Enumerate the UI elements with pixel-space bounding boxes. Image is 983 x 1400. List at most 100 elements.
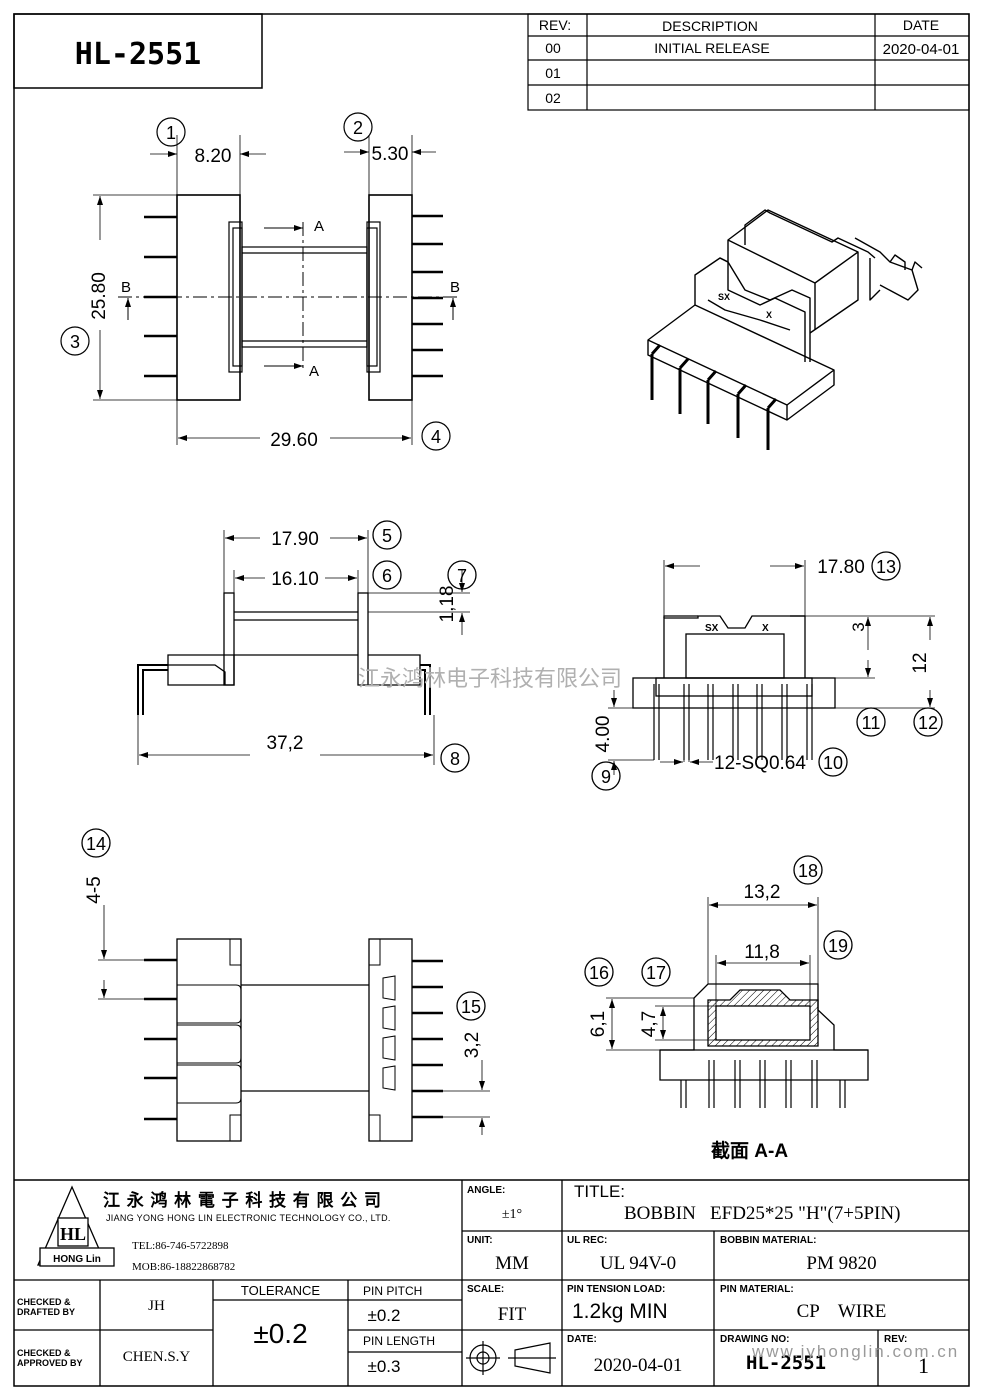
rev-row-1: 01	[545, 65, 561, 81]
dim-pin-size: 12-SQ0.64	[714, 753, 806, 774]
rev-header: REV:	[539, 17, 571, 33]
section-label-a-top: A	[314, 218, 324, 235]
title-block-grid	[14, 1179, 969, 1386]
unit-value: MM	[495, 1253, 529, 1274]
balloon-8: 8	[450, 749, 460, 769]
description-header: DESCRIPTION	[662, 18, 758, 34]
tolerance-value: ±0.2	[253, 1318, 308, 1349]
company-mob: MOB:86-18822868782	[132, 1261, 236, 1273]
balloon-2: 2	[353, 118, 363, 138]
dim-5-30: 5.30	[372, 144, 409, 165]
dim-4-00: 4.00	[593, 716, 614, 753]
balloon-5: 5	[382, 526, 392, 546]
dim-13-2: 13,2	[744, 882, 781, 903]
dim-4-5: 4-5	[84, 876, 105, 903]
pin-pitch-value: ±0.2	[367, 1306, 401, 1325]
company-tel: TEL:86-746-5722898	[132, 1240, 229, 1252]
dim-8-20: 8.20	[195, 146, 232, 167]
side-view	[591, 551, 943, 791]
balloon-4: 4	[431, 427, 441, 447]
logo-subtext: HONG Lin	[53, 1254, 101, 1265]
top-view	[60, 112, 460, 451]
balloon-1: 1	[166, 123, 176, 143]
unit-label: UNIT:	[467, 1235, 493, 1246]
dim-12: 12	[910, 652, 931, 673]
balloon-19: 19	[828, 936, 848, 956]
dim-25-80: 25.80	[89, 272, 110, 320]
url-watermark: www.jyhonglin.com.cn	[752, 1342, 960, 1361]
pin-length-label: PIN LENGTH	[363, 1334, 436, 1348]
front-view	[137, 520, 477, 773]
balloon-18: 18	[798, 861, 818, 881]
bobbin-material-value: PM 9820	[806, 1253, 877, 1274]
description-row-0: INITIAL RELEASE	[654, 40, 769, 56]
balloon-11: 11	[862, 713, 881, 733]
rev-value: 1	[918, 1353, 929, 1378]
section-view	[584, 855, 869, 1108]
scale-value: FIT	[497, 1304, 527, 1325]
revision-table	[527, 13, 970, 111]
company-name-cn: 江 永 鸿 林 電 子 科 技 有 限 公 司	[103, 1191, 382, 1210]
dim-16-10: 16.10	[271, 569, 319, 590]
balloon-15: 15	[461, 997, 481, 1017]
pin-length-value: ±0.3	[367, 1357, 401, 1376]
section-label-b-right: B	[450, 279, 460, 296]
pin-tension-value: 1.2kg MIN	[572, 1300, 668, 1323]
rev-row-2: 02	[545, 90, 561, 106]
balloon-17: 17	[646, 963, 666, 983]
drawing-no-label: DRAWING NO:	[720, 1334, 790, 1345]
balloon-13: 13	[876, 557, 896, 577]
scale-label: SCALE:	[467, 1284, 505, 1295]
title-label: TITLE:	[574, 1182, 626, 1201]
angle-label: ANGLE:	[467, 1185, 506, 1196]
part-number-box	[13, 13, 263, 89]
date-value: 2020-04-01	[593, 1355, 683, 1376]
tolerance-label: TOLERANCE	[240, 1283, 321, 1298]
rev-row-0: 00	[545, 40, 561, 56]
dim-17-90: 17.90	[271, 529, 319, 550]
dim-11-8: 11,8	[744, 942, 780, 963]
section-label-a-bottom: A	[309, 363, 319, 380]
checked-drafted-value: JH	[148, 1298, 165, 1314]
logo-text: HL	[60, 1224, 86, 1244]
pin-pitch-label: PIN PITCH	[363, 1284, 423, 1298]
side-marking-x: X	[762, 623, 769, 634]
dim-6-1: 6,1	[588, 1011, 609, 1037]
ul-value: UL 94V-0	[599, 1253, 677, 1274]
checked-approved-value: CHEN.S.Y	[122, 1349, 191, 1365]
pin-material-value: CP WIRE	[796, 1301, 887, 1322]
dim-3-2: 3,2	[462, 1032, 483, 1058]
balloon-14: 14	[86, 834, 106, 854]
balloon-10: 10	[823, 753, 843, 773]
watermark: 江永鸿林电子科技有限公司	[358, 666, 622, 691]
company-logo	[37, 1185, 115, 1267]
drawing-no-value: HL-2551	[746, 1352, 827, 1374]
date-header: DATE	[903, 17, 939, 33]
date-row-0: 2020-04-01	[883, 41, 960, 58]
iso-marking-x: X	[766, 310, 772, 320]
checked-drafted-label: CHECKED & DRAFTED BY	[17, 1297, 75, 1317]
ul-label: UL REC:	[567, 1235, 608, 1246]
drawing-border	[13, 13, 970, 1387]
dim-4-7: 4,7	[639, 1011, 660, 1037]
dim-29-60: 29.60	[270, 430, 318, 451]
dim-37-2: 37,2	[267, 733, 304, 754]
balloon-16: 16	[589, 963, 609, 983]
section-caption: 截面 A-A	[711, 1139, 788, 1162]
date-label: DATE:	[567, 1334, 597, 1345]
iso-marking-sx: SX	[718, 292, 730, 302]
dim-1-18: 1,18	[437, 586, 458, 623]
angle-value: ±1°	[501, 1207, 523, 1222]
section-label-b-left: B	[121, 279, 131, 296]
dim-3: 3	[849, 622, 868, 631]
dim-17-80: 17.80	[817, 557, 865, 578]
checked-approved-label: CHECKED & APPROVED BY	[17, 1348, 83, 1368]
balloon-12: 12	[918, 713, 938, 733]
balloon-7: 7	[457, 566, 467, 586]
side-marking-sx: SX	[705, 623, 719, 634]
projection-symbol-icon	[466, 1341, 556, 1375]
part-number: HL-2551	[75, 37, 201, 72]
bobbin-material-label: BOBBIN MATERIAL:	[720, 1235, 817, 1246]
balloon-9: 9	[601, 767, 611, 787]
isometric-view	[647, 209, 923, 450]
